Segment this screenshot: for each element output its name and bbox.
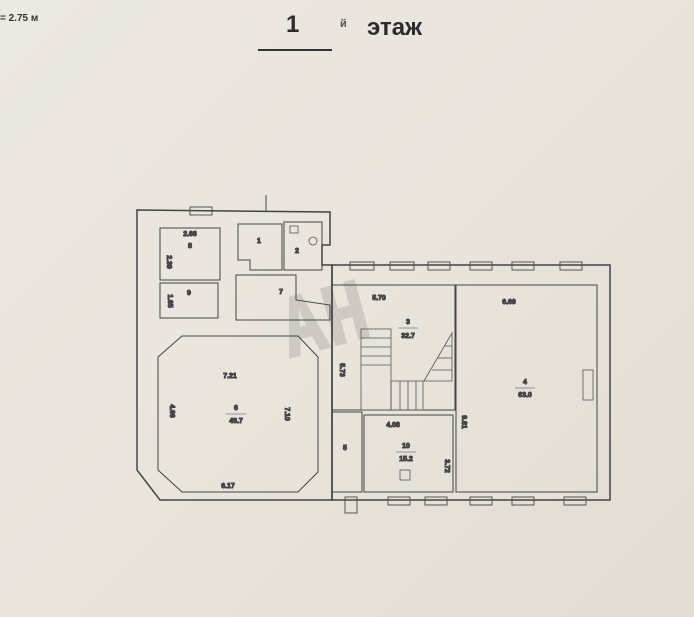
room-9 [159, 282, 219, 319]
floor-suffix: й [340, 18, 347, 30]
fireplace-icon [582, 369, 594, 401]
room-7 [235, 274, 331, 321]
room-8-depth: 2.39 [165, 255, 172, 269]
room-9-number: 9 [187, 290, 191, 297]
room-6-side: 4.66 [168, 404, 175, 418]
room-9-depth: 1.65 [166, 294, 173, 308]
room-4-number: 4 [523, 379, 527, 386]
room-3-number: 3 [406, 319, 410, 326]
room-2-number: 2 [295, 248, 299, 255]
room-10-number: 10 [402, 443, 410, 450]
room-10-depth: 3.72 [443, 459, 450, 473]
room-10 [363, 414, 454, 493]
room-3-width: 5.70 [372, 295, 386, 302]
room-4-depth: 9.81 [460, 415, 467, 429]
floor-number-underline [258, 49, 332, 51]
room-3-area: 32.7 [401, 333, 415, 340]
floor-title: этаж [367, 14, 423, 41]
room-6-depth: 7.10 [283, 407, 290, 421]
room-6-area: 48.7 [229, 418, 243, 425]
room-4-width: 6.69 [502, 299, 516, 306]
room-8-number: 8 [188, 243, 192, 250]
boiler-icon [399, 469, 411, 481]
room-3-depth: 5.73 [338, 363, 345, 377]
room-7-number: 7 [279, 289, 283, 296]
room-8 [159, 227, 221, 281]
watermark-logo [288, 279, 371, 359]
room-6-bottom: 6.17 [221, 483, 235, 490]
room-6 [157, 335, 319, 493]
room-6-number: 6 [234, 405, 238, 412]
room-8-width: 2.66 [183, 231, 197, 238]
fixtures [289, 225, 594, 481]
room-5-number: 5 [343, 445, 347, 452]
room-10-width: 4.08 [386, 422, 400, 429]
room-4-area: 63.0 [518, 392, 532, 399]
room-4 [455, 284, 598, 493]
room-5 [331, 411, 363, 493]
room-1-number: 1 [257, 238, 261, 245]
floor-number: 1 [286, 11, 300, 38]
outer-wall-left-block [136, 209, 333, 501]
room-2 [283, 221, 323, 271]
toilet-icon [308, 236, 318, 246]
staircase [360, 328, 453, 411]
washbasin-icon [289, 225, 299, 234]
ceiling-height-note: = 2.75 м [0, 13, 39, 24]
room-10-area: 15.2 [399, 456, 413, 463]
windows [189, 206, 587, 514]
room-1 [237, 223, 283, 271]
room-6-width: 7.21 [223, 373, 237, 380]
